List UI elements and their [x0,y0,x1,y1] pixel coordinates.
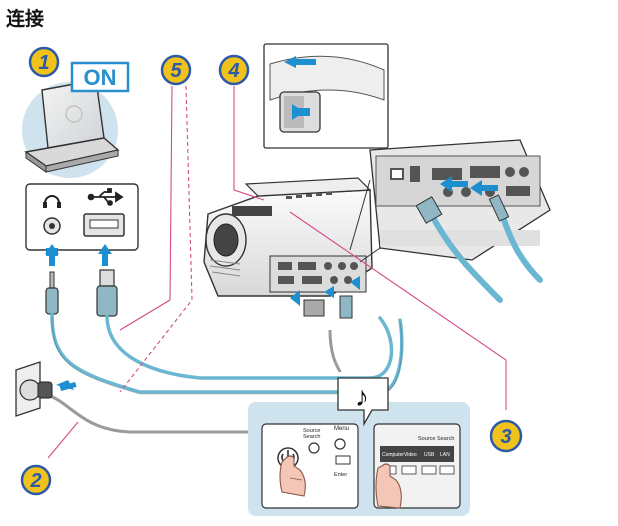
step-badge-1: 1 [28,46,60,78]
step-badge-3: 3 [489,419,523,453]
on-badge-frame [70,61,130,93]
leader-line-3 [289,211,507,410]
lan-label: LAN [440,452,450,458]
leader-line-5 [119,85,173,331]
computer-label: Computer [382,452,404,458]
music-note-icon: ♪ [355,381,369,412]
leader-line-5-dashed [119,85,193,393]
leader-line-2 [47,421,79,459]
laptop-group [22,79,120,178]
lens-cover-inset [263,43,389,149]
usb-plug [96,269,118,317]
menu-label: Menu [334,426,349,432]
audio-cable [50,312,404,394]
projector-panel [232,206,272,216]
audio-plug [45,271,59,315]
page-title: 连接 [6,8,45,30]
rear-port-inset [369,139,551,261]
laptop-logo [65,105,83,123]
step-badge-2: 2 [20,464,52,496]
usb-button[interactable] [421,465,437,475]
step-number-2: 2 [29,470,41,492]
laptop-base [45,149,119,173]
arrow-icon [440,176,498,196]
usb-label: USB [424,452,435,458]
leader-line-4 [233,86,265,201]
sound-bubble [337,377,389,427]
enter-button[interactable] [335,455,351,465]
projector [203,177,373,319]
usb-icon [87,188,124,206]
step-number-5: 5 [170,60,182,82]
hand-icon [375,463,402,509]
projector-top [244,177,372,197]
lan-button[interactable] [439,465,455,475]
menu-button[interactable] [334,438,346,450]
cables [50,312,404,394]
step-badge-5: 5 [160,54,192,86]
enter-label: Enter [334,472,347,478]
step-badge-4: 4 [218,54,250,86]
arrow-icon [290,276,360,306]
arrow-icon [284,56,296,68]
step-number-1: 1 [38,52,49,74]
source-search-button[interactable] [308,442,320,454]
power-on-badge: ON [70,61,130,93]
hand-icon [279,455,306,497]
port-panel [25,183,139,251]
remote-source-search-label: Source Search [418,436,454,442]
video-label: Video [404,452,417,458]
projector-lens [213,223,239,257]
arrow-icon [45,244,112,266]
step-number-3: 3 [500,426,511,448]
wall-outlet [15,361,53,417]
projector-ports [269,255,367,293]
step-number-4: 4 [227,60,239,82]
remote-button-row [380,446,454,462]
video-button[interactable] [401,465,417,475]
leader-lines [47,85,507,459]
power-cable [43,392,320,434]
headphone-icon [44,195,60,204]
usb-cable [105,314,394,380]
on-badge-label: ON [84,65,117,90]
